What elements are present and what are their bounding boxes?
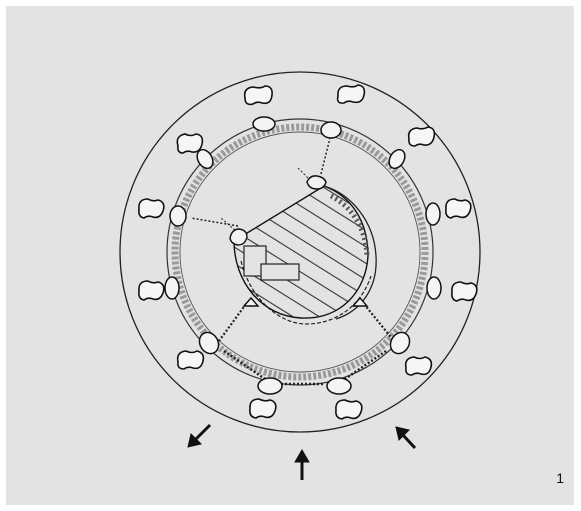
arrow-up-left (396, 427, 415, 448)
figure-panel: 1 (6, 6, 574, 505)
arrow-down-left (188, 425, 210, 447)
arrow-up (295, 450, 309, 480)
circular-diagram (6, 6, 574, 505)
panel-number: 1 (556, 470, 564, 486)
